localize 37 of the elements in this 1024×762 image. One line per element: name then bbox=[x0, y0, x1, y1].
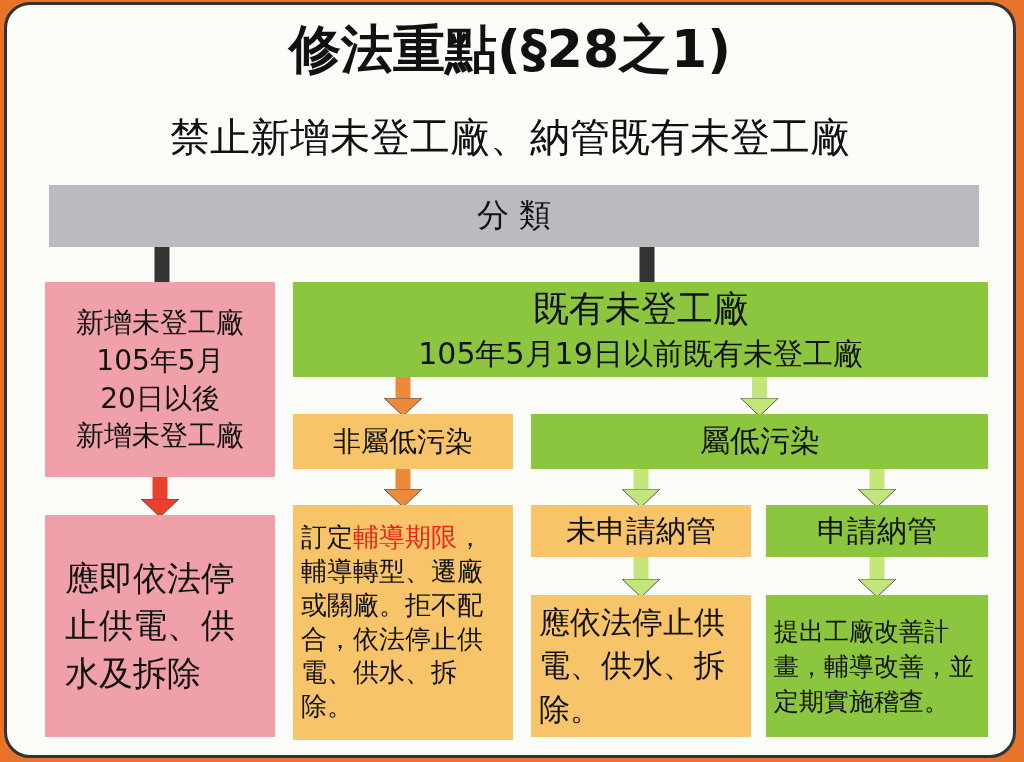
category-box bbox=[45, 515, 275, 737]
category-box bbox=[293, 505, 513, 740]
category-box bbox=[531, 414, 988, 469]
arrow bbox=[857, 557, 897, 598]
arrow bbox=[857, 469, 897, 508]
arrow bbox=[140, 477, 180, 518]
node-text: 分 類 bbox=[476, 195, 552, 236]
node-text: 新增未登工廠 bbox=[76, 304, 244, 341]
connector-bar bbox=[639, 247, 655, 282]
category-box bbox=[531, 595, 751, 737]
subtitle: 禁止新增未登工廠、納管既有未登工廠 bbox=[169, 113, 851, 162]
category-box bbox=[766, 595, 988, 737]
arrow bbox=[383, 377, 423, 417]
node-text: 既有未登工廠 bbox=[532, 286, 749, 331]
node-text: 提出工廠改善計畫，輔導改善，並定期實施稽查。 bbox=[774, 615, 975, 718]
node-subtext: 新增未登工廠 bbox=[76, 418, 244, 455]
node-text: 屬低污染 bbox=[699, 422, 820, 460]
category-box bbox=[45, 282, 275, 477]
node-subtext: 105年5月19日以前既有未登工廠 bbox=[418, 334, 863, 373]
category-box bbox=[531, 505, 751, 557]
node-text: 應依法停止供電、供水、拆除。 bbox=[539, 602, 726, 729]
category-box bbox=[293, 282, 988, 377]
arrow bbox=[621, 469, 661, 508]
node-text: 未申請納管 bbox=[566, 511, 716, 550]
category-box bbox=[293, 414, 513, 469]
arrow bbox=[383, 469, 423, 508]
node-text: 應即依法停止供電、供水及拆除 bbox=[64, 556, 236, 695]
category-bar bbox=[49, 185, 979, 247]
title: 修法重點(§28之1) bbox=[287, 18, 733, 81]
node-text: 申請納管 bbox=[817, 511, 937, 550]
node-subtext: 105年5月20日以後 bbox=[95, 342, 225, 417]
connector-bar bbox=[154, 247, 170, 282]
arrow bbox=[621, 557, 661, 598]
node-text: 訂定輔導期限，輔導轉型、遷廠或關廠。拒不配合，依法停止供電、供水、拆除。 bbox=[301, 521, 484, 724]
category-box bbox=[766, 505, 988, 557]
arrow bbox=[740, 377, 779, 417]
node-text: 非屬低污染 bbox=[333, 423, 473, 460]
